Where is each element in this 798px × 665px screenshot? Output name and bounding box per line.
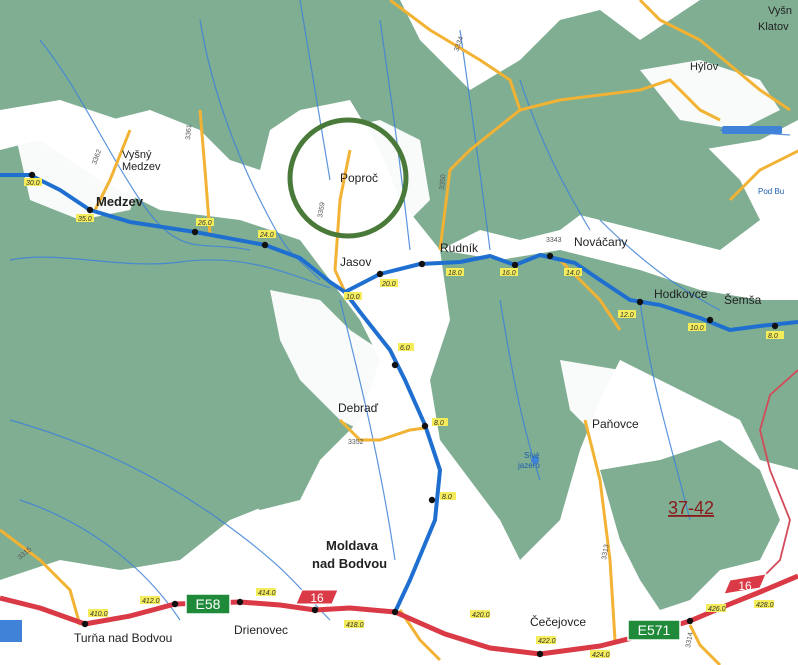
place-label-vysna: Vyšn: [768, 5, 792, 17]
place-label-moldava-line2: nad Bodvou: [312, 556, 387, 571]
km-marker: 414.0: [258, 590, 276, 597]
road-shield-16-a-label: 16: [310, 591, 324, 605]
road-shield-e58[interactable]: E58: [185, 593, 231, 615]
road-number: 3362: [91, 149, 103, 166]
km-marker: 8.0: [442, 494, 452, 501]
road-number: 3313: [601, 544, 611, 561]
place-label-hylov: Hýľov: [690, 61, 719, 73]
administrative-boundary: [759, 369, 798, 581]
forest-areas: [0, 0, 798, 610]
km-marker: 6.0: [400, 345, 410, 352]
km-marker: 24.0: [259, 232, 274, 239]
km-marker: 12.0: [620, 312, 634, 319]
place-label-panovce: Paňovce: [592, 417, 639, 431]
km-marker: 30.0: [26, 180, 40, 187]
place-label-klatov: Klatov: [758, 21, 789, 33]
km-marker: 8.0: [434, 420, 444, 427]
settlement-markers: [28, 171, 779, 658]
km-marker: 428.0: [756, 602, 774, 609]
place-label-hodkovce: Hodkovce: [654, 287, 708, 301]
km-marker: 16.0: [502, 270, 516, 277]
place-label-novacany: Nováčany: [574, 235, 627, 249]
km-marker: 18.0: [448, 270, 462, 277]
place-label-turna: Turňa nad Bodvou: [74, 631, 172, 645]
km-marker: 422.0: [538, 638, 556, 645]
road-shield-16-b-label: 16: [738, 579, 752, 593]
km-marker: 424.0: [592, 652, 610, 659]
km-marker: 8.0: [768, 333, 778, 340]
place-label-pod-bu: Pod Bu: [758, 187, 784, 196]
road-number: 3359: [317, 202, 327, 219]
place-label-drienovec: Drienovec: [234, 623, 288, 637]
place-label-semsa: Šemša: [724, 292, 762, 307]
road-shield-16-a[interactable]: 16: [295, 589, 339, 605]
km-marker: 426.0: [708, 606, 726, 613]
place-label-medzev: Medzev: [96, 194, 144, 209]
km-marker: 10.0: [690, 325, 704, 332]
km-marker: 26.0: [197, 220, 212, 227]
km-marker: 10.0: [346, 294, 360, 301]
road-shield-e58-label: E58: [196, 596, 221, 612]
km-marker: 35.0: [78, 216, 92, 223]
km-marker: 14.0: [566, 270, 580, 277]
road-number: 3343: [546, 237, 562, 244]
rivers: [9, 0, 791, 621]
road-shield-e571-label: E571: [638, 622, 671, 638]
place-label-cecejovce: Čečejovce: [530, 614, 586, 629]
km-marker: 412.0: [142, 598, 160, 605]
place-label-jasov: Jasov: [340, 255, 371, 269]
place-label-sive-jazero: Sivé: [524, 451, 540, 460]
place-label-rudnik: Rudník: [440, 241, 479, 255]
place-label-sive-jazero-line2: jazero: [517, 461, 540, 470]
place-label-poproc: Poproč: [340, 171, 378, 185]
place-label-moldava: Moldava: [326, 538, 379, 553]
road-number: 3350: [439, 174, 447, 190]
road-number: 3334: [453, 36, 465, 53]
km-marker: 418.0: [346, 622, 364, 629]
place-label-debrad: Debraď: [338, 401, 379, 415]
road-number: 3352: [348, 439, 364, 446]
road-shield-16-b[interactable]: 16: [723, 573, 767, 595]
km-marker: 410.0: [90, 611, 108, 618]
water-bodies: [0, 126, 782, 642]
km-markers: 30.0 35.0 26.0 24.0 20.0 10.0 18.0 16.0 …: [24, 178, 784, 659]
km-marker: 420.0: [472, 612, 490, 619]
road-shield-e571[interactable]: E571: [627, 619, 681, 641]
km-marker: 20.0: [381, 281, 396, 288]
road-number: 3361: [185, 124, 193, 140]
sheet-reference[interactable]: 37-42: [668, 498, 714, 518]
poproc-highlight-circle: [287, 117, 409, 239]
road-number: 3314: [685, 632, 695, 649]
